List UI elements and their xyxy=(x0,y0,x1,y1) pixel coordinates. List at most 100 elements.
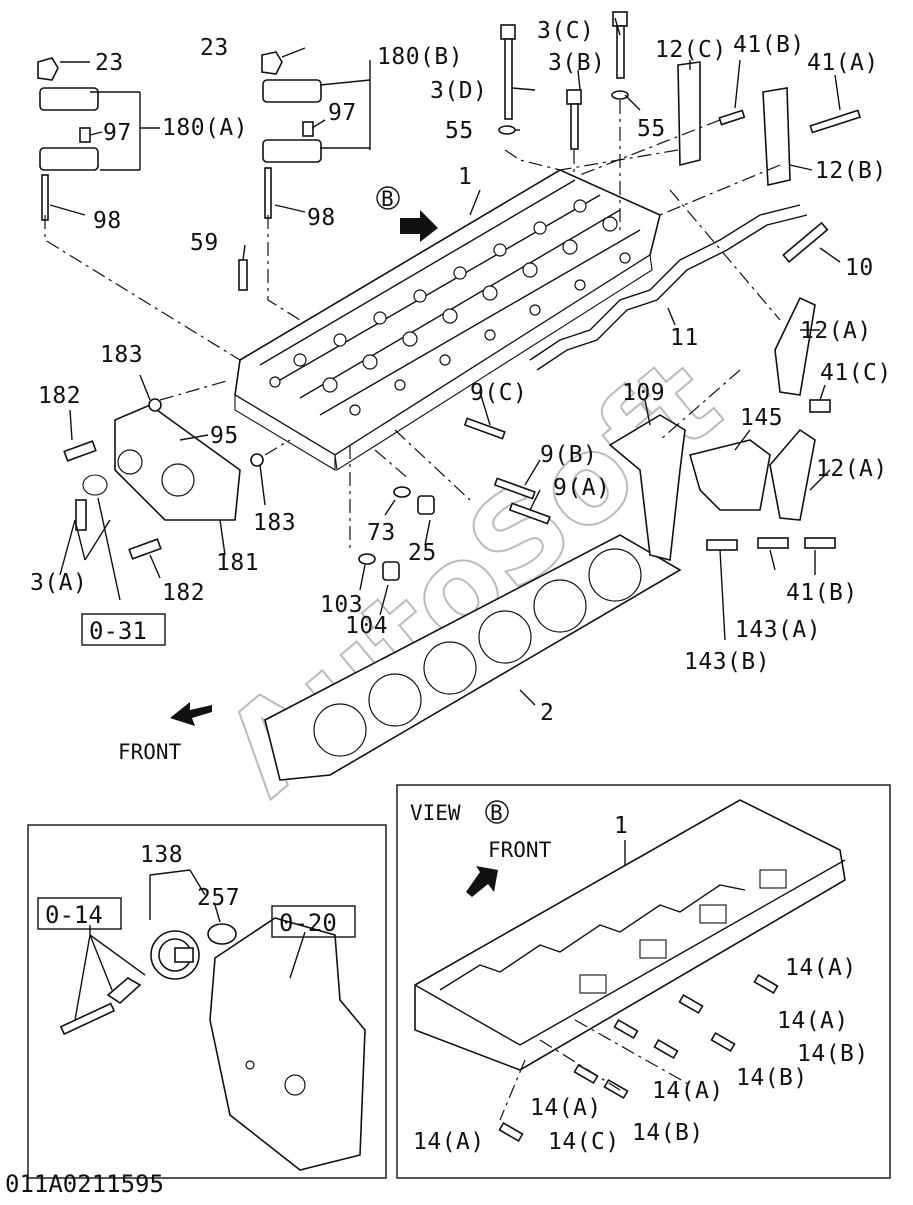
label-73: 73 xyxy=(367,520,396,546)
label-103: 103 xyxy=(320,592,363,618)
label-14b-2: 14(B) xyxy=(736,1065,808,1091)
label-14a-3: 14(A) xyxy=(652,1078,724,1104)
label-12b: 12(B) xyxy=(815,158,887,184)
label-143b: 143(B) xyxy=(684,649,770,675)
label-41b-top: 41(B) xyxy=(733,32,805,58)
label-14b-1: 14(B) xyxy=(797,1041,869,1067)
ref-020[interactable]: 0-20 xyxy=(279,909,337,937)
front-arrow-main xyxy=(170,702,212,726)
bolt-41b-bot xyxy=(804,537,836,549)
bolt-143a xyxy=(757,537,789,549)
label-12a-mid: 12(A) xyxy=(816,456,888,482)
washer-103 xyxy=(358,553,376,565)
view-arrow xyxy=(400,210,438,242)
idler-gear-138 xyxy=(150,930,200,980)
plug-104 xyxy=(382,561,400,581)
timing-case xyxy=(209,917,366,1171)
label-14c: 14(C) xyxy=(548,1129,620,1155)
label-1: 1 xyxy=(458,164,472,190)
label-138: 138 xyxy=(140,842,183,868)
label-1-view: 1 xyxy=(614,813,628,839)
view-marker-letter: B xyxy=(381,187,394,211)
bolt-3b xyxy=(566,89,582,150)
inset-view-b xyxy=(396,784,891,1179)
label-9c: 9(C) xyxy=(470,380,527,406)
bolt-41c xyxy=(809,399,831,413)
label-12c: 12(C) xyxy=(655,37,727,63)
label-41c: 41(C) xyxy=(820,360,892,386)
label-182-top: 182 xyxy=(38,383,81,409)
bracket-180b xyxy=(261,51,322,219)
label-14b-3: 14(B) xyxy=(632,1120,704,1146)
label-97-left: 97 xyxy=(103,120,132,146)
label-55-left: 55 xyxy=(445,118,474,144)
label-180b: 180(B) xyxy=(377,44,463,70)
label-2: 2 xyxy=(540,700,554,726)
o-ring xyxy=(82,474,108,496)
stud-9b xyxy=(493,477,536,500)
hanger-12a-mid xyxy=(769,428,816,521)
label-143a: 143(A) xyxy=(735,617,821,643)
stud-9a xyxy=(508,502,551,525)
label-3d: 3(D) xyxy=(430,78,487,104)
inset-timing-gear xyxy=(27,824,387,1179)
head-gasket xyxy=(264,534,682,781)
label-145: 145 xyxy=(740,405,783,431)
label-181: 181 xyxy=(216,550,259,576)
label-9b: 9(B) xyxy=(540,442,597,468)
label-11: 11 xyxy=(670,325,699,351)
view-title: VIEW xyxy=(410,801,461,825)
label-55-right: 55 xyxy=(637,116,666,142)
view-title-circle xyxy=(485,800,509,824)
view-marker-circle xyxy=(376,186,400,210)
label-41b-bot: 41(B) xyxy=(786,580,858,606)
harness-11 xyxy=(529,204,801,361)
label-14a-1: 14(A) xyxy=(785,955,857,981)
label-98-left: 98 xyxy=(93,208,122,234)
front-arrow-view xyxy=(466,866,498,897)
label-10: 10 xyxy=(845,255,874,281)
ref-031[interactable]: 0-31 xyxy=(89,617,147,645)
label-14a-5: 14(A) xyxy=(413,1129,485,1155)
bracket-180a xyxy=(37,57,99,221)
label-59: 59 xyxy=(190,230,219,256)
label-95: 95 xyxy=(210,423,239,449)
bolt-143b xyxy=(706,539,738,551)
label-12a-top: 12(A) xyxy=(800,318,872,344)
label-41a: 41(A) xyxy=(807,50,879,76)
ref-box-014 xyxy=(37,897,122,930)
label-98-right: 98 xyxy=(307,205,336,231)
dashed-guides xyxy=(44,100,781,550)
bolt-41b-top xyxy=(718,109,746,126)
ref-014[interactable]: 0-14 xyxy=(45,901,103,929)
label-23-right: 23 xyxy=(200,35,229,61)
label-14a-2: 14(A) xyxy=(777,1008,849,1034)
washer-73 xyxy=(393,486,411,498)
label-104: 104 xyxy=(345,613,388,639)
leader-lines xyxy=(49,17,841,706)
hanger-12c xyxy=(677,61,701,167)
cylinder-head xyxy=(234,169,661,471)
ref-box-031 xyxy=(81,613,166,646)
plate-145 xyxy=(689,439,771,511)
label-14a-4: 14(A) xyxy=(530,1095,602,1121)
label-23-left: 23 xyxy=(95,50,124,76)
hanger-12a-top xyxy=(774,296,816,396)
label-257: 257 xyxy=(197,885,240,911)
label-3b: 3(B) xyxy=(548,50,605,76)
head-holes xyxy=(269,199,631,416)
bolt-182-bot xyxy=(128,538,162,560)
label-183-top: 183 xyxy=(100,342,143,368)
bolt-3c xyxy=(612,11,628,79)
label-3c: 3(C) xyxy=(537,18,594,44)
plug-25 xyxy=(417,495,435,515)
label-180a: 180(A) xyxy=(162,115,248,141)
bolt-41a xyxy=(809,109,862,134)
label-109: 109 xyxy=(622,380,665,406)
label-25: 25 xyxy=(408,540,437,566)
dowel-183-top xyxy=(148,398,162,412)
front-label-main: FRONT xyxy=(118,740,182,764)
washer-55-right xyxy=(611,90,629,100)
label-3a: 3(A) xyxy=(30,570,87,596)
bolt-182-top xyxy=(63,440,97,462)
